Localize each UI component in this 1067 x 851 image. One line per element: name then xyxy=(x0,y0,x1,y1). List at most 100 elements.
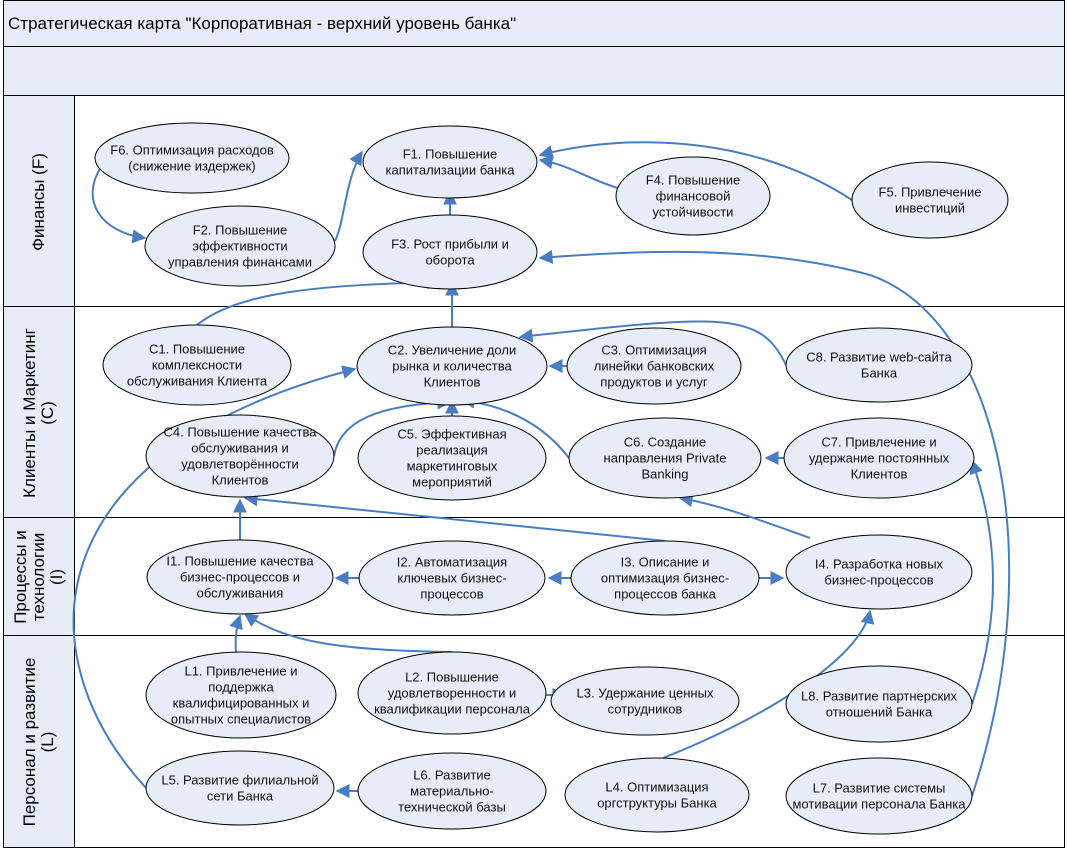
objective-label-line: L7. Развитие системы xyxy=(813,781,946,796)
objective-ellipse xyxy=(785,757,973,835)
objective-label-line: I1. Повышение качества xyxy=(166,554,314,569)
objective-label-line: квалификации персонала xyxy=(374,702,531,717)
objective-label-line: линейки банковских xyxy=(594,359,715,374)
objective-label-line: процессов банка xyxy=(614,587,716,602)
objective-label-line: F5. Привлечение xyxy=(879,185,982,200)
objective-label-line: продуктов и услуг xyxy=(600,375,708,390)
objective-label-line: технической базы xyxy=(398,800,506,815)
edge-c8-to-c2 xyxy=(518,320,787,366)
objective-label-line: L4. Оптимизация xyxy=(605,780,708,795)
objective-ellipse xyxy=(146,539,334,615)
objective-label-line: Банка xyxy=(861,366,898,381)
objective-ellipse xyxy=(102,324,292,406)
edge-f6-to-f2 xyxy=(91,166,147,244)
objective-label-line: Banking xyxy=(642,467,689,482)
edge-f5-to-f1 xyxy=(538,141,853,201)
objective-label-line: сотрудников xyxy=(608,702,683,717)
objective-label-line: рынка и количества xyxy=(392,359,512,374)
edge-l2-to-i1 xyxy=(243,613,453,653)
objective-ellipse xyxy=(851,161,1009,239)
objective-label-line: L8. Развитие партнерских xyxy=(801,689,957,704)
objective-label-line: F4. Повышение xyxy=(646,173,741,188)
lane-label-people: Персонал и развитие(L) xyxy=(4,636,75,847)
objective-label-line: квалифицированных и xyxy=(173,696,310,711)
objective-label-line: обслуживания и xyxy=(191,441,289,456)
objective-label-line: C5. Эффективная xyxy=(397,427,506,442)
objective-label-line: C8. Развитие web-сайта xyxy=(806,350,952,365)
edge-c1-to-f3 xyxy=(196,275,442,326)
objective-label-line: направления Private xyxy=(604,451,727,466)
objective-label-line: I4. Разработка новых xyxy=(815,557,944,572)
objective-label-line: мероприятий xyxy=(412,475,492,490)
objective-label-line: капитализации банка xyxy=(386,163,516,178)
objective-ellipse xyxy=(785,534,973,610)
objective-label-line: отношений Банка xyxy=(826,705,933,720)
objective-label-line: инвестиций xyxy=(895,201,965,216)
objective-ellipse xyxy=(564,757,750,833)
objective-ellipse xyxy=(94,122,290,194)
objective-label-line: F6. Оптимизация расходов xyxy=(110,143,274,158)
objective-label-line: оргструктуры Банка xyxy=(597,796,717,811)
objective-label-line: удержание постоянных xyxy=(809,451,950,466)
objective-ellipse xyxy=(785,327,973,403)
objective-label-line: процессов xyxy=(420,587,483,602)
objective-label-line: бизнес-процессов xyxy=(824,573,933,588)
edge-l5-to-c2 xyxy=(72,365,357,789)
objective-label-line: (снижение издержек) xyxy=(128,159,255,174)
objective-ellipse xyxy=(568,417,762,499)
objective-label-line: C3. Оптимизация xyxy=(601,343,706,358)
lane-label-customers: Клиенты и Маркетинг(C) xyxy=(4,307,75,518)
objective-label-line: комплексности xyxy=(152,358,242,373)
edge-l8-to-c7 xyxy=(969,459,994,705)
objective-label-line: удовлетворённости xyxy=(181,457,299,472)
objective-ellipse xyxy=(362,125,538,199)
objective-ellipse xyxy=(356,326,548,406)
objective-ellipse xyxy=(785,665,973,743)
objective-ellipse xyxy=(357,752,547,830)
objective-label-line: обслуживания Клиента xyxy=(127,374,268,389)
objective-node-c5[interactable]: C5. Эффективнаяреализациямаркетинговыхме… xyxy=(357,415,547,501)
objective-label-line: F3. Рост прибыли и xyxy=(391,237,509,252)
objective-label-line: финансовой xyxy=(656,189,731,204)
page-title: Стратегическая карта "Корпоративная - ве… xyxy=(3,0,1065,48)
objective-ellipse xyxy=(566,327,742,405)
objective-ellipse xyxy=(615,156,771,236)
subheader-bar xyxy=(3,46,1065,96)
edge-f4-to-f1 xyxy=(538,155,619,189)
objective-node-l1[interactable]: L1. Привлечение иподдержкаквалифицирован… xyxy=(145,651,337,739)
objective-ellipse xyxy=(357,415,547,501)
edge-f2-to-f1 xyxy=(334,150,363,242)
objective-label-line: эффективности xyxy=(192,239,287,254)
objective-node-f6[interactable]: F6. Оптимизация расходов(снижение издерж… xyxy=(94,122,290,194)
objective-ellipse xyxy=(570,540,760,616)
objective-ellipse xyxy=(357,651,547,735)
objective-label-line: L2. Повышение xyxy=(405,670,499,685)
objective-label-line: обслуживания xyxy=(197,586,284,601)
